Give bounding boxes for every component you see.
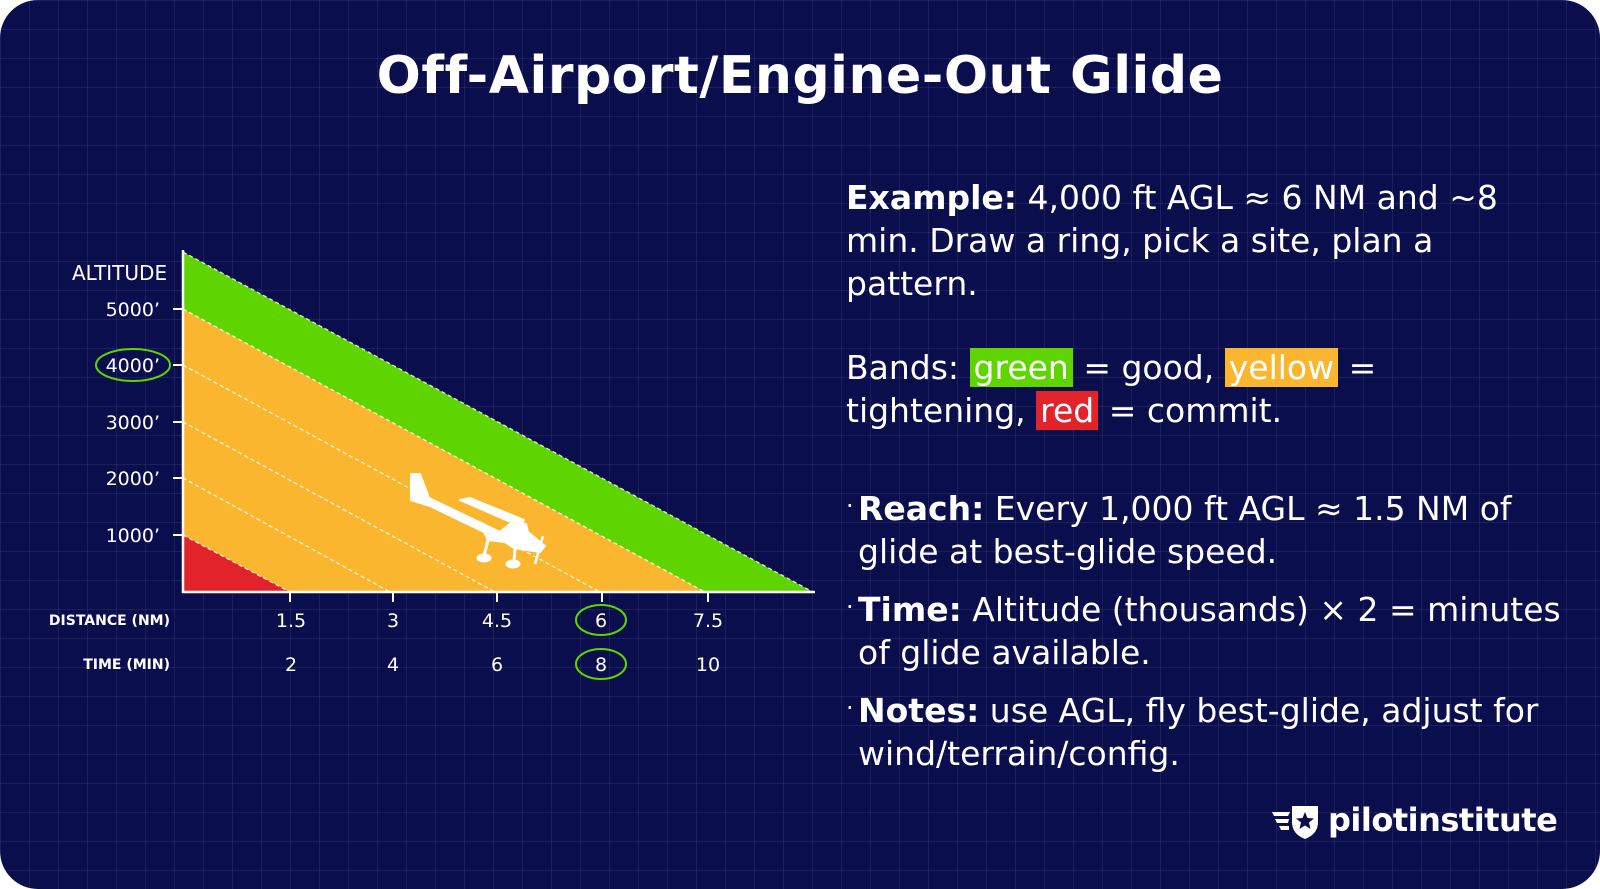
x-tick-label: 1.5 — [276, 610, 306, 632]
x-axis-label: DISTANCE (NM) — [49, 613, 170, 629]
bullet-time: ·Time: Altitude (thousands) × 2 = minute… — [846, 588, 1566, 674]
example-label: Example: — [846, 178, 1017, 217]
y-tick-label: 3000’ — [106, 412, 160, 434]
bullet-label: Time: — [858, 590, 962, 629]
glide-line — [182, 534, 291, 593]
y-tick-label: 4000’ — [106, 355, 160, 377]
brand-logo[interactable]: pilotinstitute — [1270, 798, 1558, 842]
bullet-text: use AGL, fly best-glide, adjust for wind… — [858, 691, 1539, 773]
time-tick-label: 2 — [285, 654, 297, 676]
glide-lines — [182, 251, 814, 593]
airplane-gear-main — [482, 539, 490, 557]
winged-star-shield-icon — [1272, 806, 1318, 839]
x-tick-label: 4.5 — [482, 610, 512, 632]
glide-line — [182, 477, 391, 593]
yellow-band-text: = tightening, — [846, 348, 1377, 430]
glide-line — [182, 251, 814, 593]
time-tick-label: 10 — [696, 654, 720, 676]
bullet-text: Every 1,000 ft AGL ≈ 1.5 NM of glide at … — [858, 489, 1512, 571]
green-band-text: = good, — [1072, 348, 1225, 387]
glide-diagram: ALTITUDE 5000’ 4000’ 3000’ 2000’ 1000’ D… — [49, 250, 815, 680]
bands-paragraph: Bands: green = good, yellow = tightening… — [846, 346, 1566, 432]
x-tick-label: 7.5 — [693, 610, 723, 632]
time-axis-label: TIME (MIN) — [83, 657, 170, 673]
y-tick-label: 2000’ — [106, 468, 160, 490]
highlight-circle-distance — [575, 604, 627, 636]
glide-line — [182, 364, 601, 593]
glide-line — [182, 421, 496, 593]
bullet-dot: · — [846, 593, 854, 621]
yellow-band-label: yellow — [1224, 348, 1339, 387]
glide-line — [182, 308, 706, 593]
y-tick-label: 5000’ — [106, 299, 160, 321]
y-axis-label: ALTITUDE — [72, 261, 167, 285]
x-tick-marks — [289, 592, 709, 602]
brand-name: pilotinstitute — [1328, 801, 1558, 839]
red-band-label: red — [1036, 391, 1099, 430]
bullet-label: Reach: — [858, 489, 985, 528]
bullet-notes: ·Notes: use AGL, fly best-glide, adjust … — [846, 689, 1566, 775]
green-band-label: green — [969, 348, 1073, 387]
airplane-icon — [410, 473, 546, 569]
highlight-circle-time — [575, 648, 627, 680]
time-tick-label: 6 — [491, 654, 503, 676]
x-tick-label: 6 — [595, 610, 607, 632]
red-band-text: = commit. — [1098, 391, 1283, 430]
bullet-label: Notes: — [858, 691, 980, 730]
airplane-fuselage — [410, 473, 546, 553]
example-text: 4,000 ft AGL ≈ 6 NM and ~8 min. Draw a r… — [846, 178, 1498, 303]
explanation-panel: Example: 4,000 ft AGL ≈ 6 NM and ~8 min.… — [846, 176, 1566, 775]
bullet-dot: · — [846, 492, 854, 520]
time-tick-label: 8 — [595, 654, 607, 676]
bullet-reach: ·Reach: Every 1,000 ft AGL ≈ 1.5 NM of g… — [846, 487, 1566, 573]
airplane-propeller — [533, 535, 545, 565]
bullet-text: Altitude (thousands) × 2 = minutes of gl… — [858, 590, 1561, 672]
y-tick-marks — [173, 308, 183, 536]
bullet-dot: · — [846, 694, 854, 722]
bands-prefix: Bands: — [846, 348, 970, 387]
time-tick-label: 4 — [387, 654, 399, 676]
airplane-wheel — [476, 553, 492, 563]
page-title: Off-Airport/Engine-Out Glide — [376, 46, 1224, 106]
y-tick-label: 1000’ — [106, 525, 160, 547]
airplane-wheel — [505, 559, 521, 569]
airplane-wing — [459, 497, 525, 527]
x-tick-label: 3 — [387, 610, 399, 632]
highlight-circle-altitude — [95, 348, 171, 382]
example-paragraph: Example: 4,000 ft AGL ≈ 6 NM and ~8 min.… — [846, 176, 1566, 305]
